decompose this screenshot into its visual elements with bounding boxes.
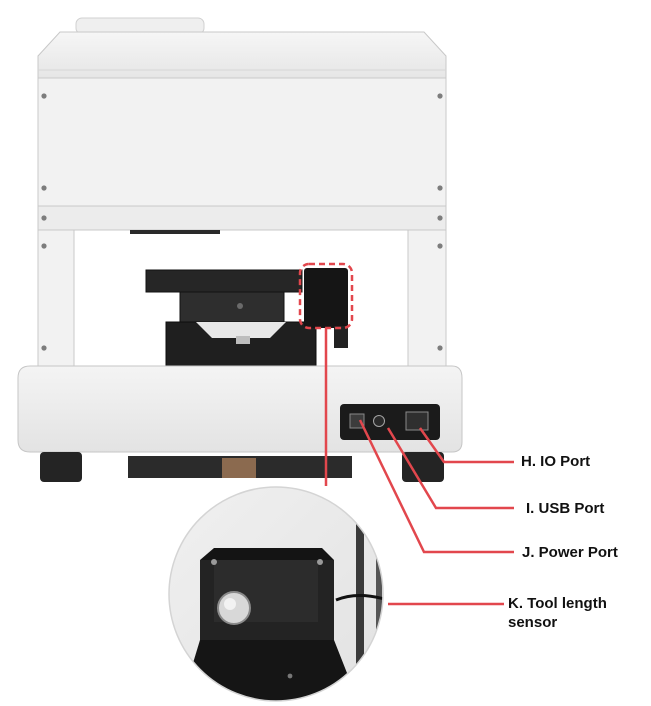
callout-label-tool-length-sensor: K. Tool length sensor [508,594,607,632]
callout-lines [324,328,514,606]
callout-label-usb-port: I. USB Port [526,500,605,517]
top-lid [37,31,447,79]
upper-body [37,77,447,231]
callout-line-h [418,427,514,464]
callout-line-j [358,419,514,554]
side-pillars [37,229,447,367]
zoom-inset [168,486,384,702]
callout-line-i [386,427,514,510]
callout-label-power-port: J. Power Port [522,544,618,561]
callout-label-tool-length-line1: K. Tool length [508,595,607,612]
callout-label-tool-length-line2: sensor [508,614,558,631]
callout-label-io-port: H. IO Port [521,453,591,470]
spindle-assembly [145,268,348,367]
